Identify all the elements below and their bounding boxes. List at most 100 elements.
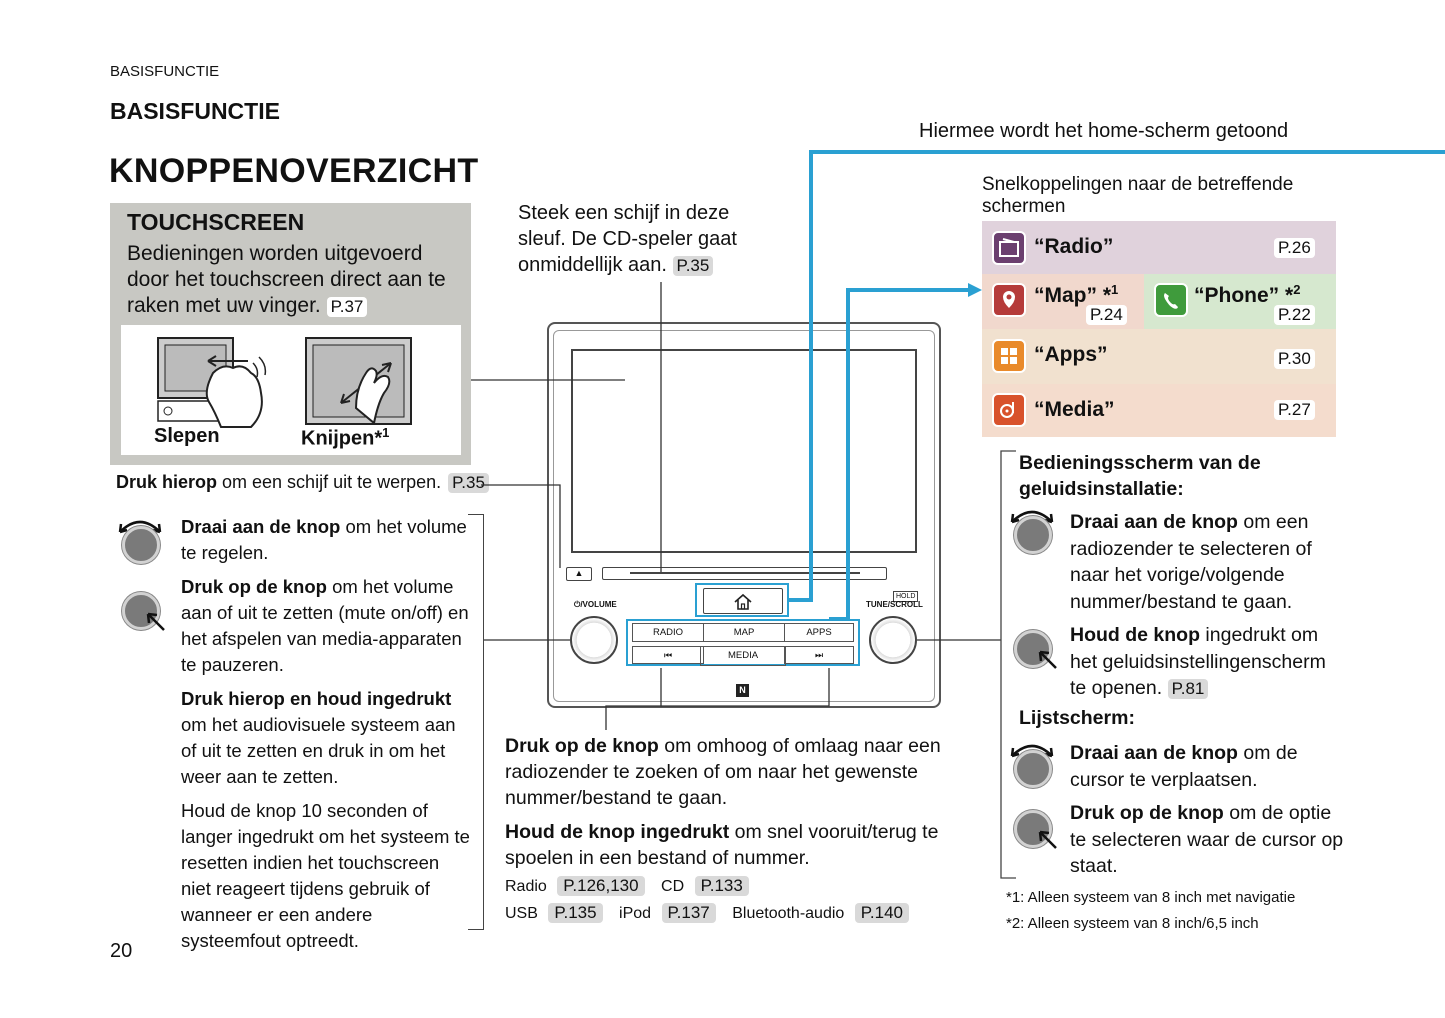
phone-label-text: “Phone” * <box>1194 284 1294 307</box>
media-button[interactable]: MEDIA <box>700 646 786 666</box>
volume-knob-text: Draai aan de knop om het volume te regel… <box>181 514 471 954</box>
list-press-bold: Druk op de knop <box>1070 802 1224 824</box>
ref-badge[interactable]: P.137 <box>661 903 716 923</box>
ref-badge[interactable]: P.133 <box>694 876 749 896</box>
tune-hold-desc: ingedrukt om het geluidsinstellingensche… <box>1070 624 1326 699</box>
press-knob-icon <box>1008 620 1057 669</box>
vol-hold-bold: Druk hierop en houd ingedrukt <box>181 688 452 709</box>
shortcut-phone[interactable]: “Phone” *2 P.22 <box>1144 274 1336 329</box>
nfc-icon: N <box>736 684 749 697</box>
list-turn-text: Draai aan de knop om de cursor te verpla… <box>1070 740 1345 793</box>
drag-gesture-icon <box>157 337 267 428</box>
apps-button[interactable]: APPS <box>784 623 854 642</box>
list-press-text: Druk op de knop om de optie te selectere… <box>1070 800 1345 880</box>
vol-turn-text: om het volume te regelen. <box>181 516 467 563</box>
ref-badge[interactable]: P.140 <box>854 903 909 923</box>
media-app-icon <box>992 393 1026 427</box>
disc-slot-line <box>630 572 860 574</box>
vol-press-text: om het volume aan of uit te zetten (mute… <box>181 576 469 675</box>
home-icon <box>734 593 752 610</box>
press-knob-icon <box>116 582 165 631</box>
vol-reset-text: Houd de knop 10 seconden of langer inged… <box>181 800 470 951</box>
touch-display[interactable] <box>571 349 917 553</box>
footnote-2: *2: Alleen systeem van 8 inch/6,5 inch <box>1006 915 1259 932</box>
turn-knob-icon <box>1008 740 1054 788</box>
ref-badge[interactable]: P.22 <box>1274 305 1315 325</box>
running-header: BASISFUNCTIE <box>110 63 220 80</box>
seek-text: Druk op de knop om omhoog of omlaag naar… <box>505 733 975 871</box>
eject-button[interactable]: ▲ <box>566 567 592 581</box>
eject-text: om een schijf uit te werpen. <box>217 472 442 492</box>
ref-label-usb: USB <box>505 905 538 922</box>
tune-hold-bold: Houd de knop <box>1070 624 1200 646</box>
eject-description: Druk hierop om een schijf uit te werpen.… <box>116 472 489 493</box>
seek-p1-bold: Druk op de knop <box>505 735 659 757</box>
phone-label: “Phone” *2 <box>1194 282 1300 308</box>
turn-knob-icon <box>116 516 162 564</box>
shortcut-apps[interactable]: “Apps” P.30 <box>982 329 1336 384</box>
gesture-pinch-label: Knijpen*1 <box>301 425 389 451</box>
ref-badge[interactable]: P.81 <box>1167 679 1209 699</box>
gesture-pinch-text: Knijpen* <box>301 427 383 450</box>
disc-slot-desc: Steek een schijf in deze sleuf. De CD-sp… <box>518 202 737 276</box>
shortcut-map[interactable]: “Map” *1 P.24 <box>982 274 1144 329</box>
tune-turn-bold: Draai aan de knop <box>1070 511 1238 533</box>
disc-slot <box>602 567 887 580</box>
shortcut-media[interactable]: “Media” P.27 <box>982 384 1336 437</box>
ref-badge[interactable]: P.24 <box>1086 305 1127 325</box>
home-callout-text: Hiermee wordt het home-scherm getoond <box>919 120 1289 142</box>
list-turn-bold: Draai aan de knop <box>1070 742 1238 764</box>
ref-badge[interactable]: P.126,130 <box>557 876 645 896</box>
footnote-sup: 2 <box>1293 282 1301 297</box>
disc-slot-text: Steek een schijf in deze sleuf. De CD-sp… <box>518 200 778 278</box>
apps-label: “Apps” <box>1034 343 1108 366</box>
vol-press-bold: Druk op de knop <box>181 576 327 597</box>
ref-badge[interactable]: P.37 <box>326 297 368 317</box>
ref-badge[interactable]: P.135 <box>548 903 603 923</box>
radio-label: “Radio” <box>1034 235 1114 258</box>
apps-app-icon <box>992 339 1026 373</box>
gesture-drag-label: Slepen <box>154 425 220 447</box>
phone-app-icon <box>1154 283 1188 317</box>
left-bracket <box>468 514 484 930</box>
list-turn-desc: om de cursor te verplaatsen. <box>1070 742 1298 791</box>
press-knob-icon <box>1008 800 1057 849</box>
home-button-frame <box>695 583 789 617</box>
radio-app-icon <box>992 231 1026 265</box>
ref-badge[interactable]: P.26 <box>1274 238 1315 258</box>
map-label-text: “Map” * <box>1034 284 1112 307</box>
tune-hold-text: Houd de knop ingedrukt om het geluidsins… <box>1070 622 1345 702</box>
shortcut-radio[interactable]: “Radio” P.26 <box>982 221 1336 274</box>
map-app-icon <box>992 283 1026 317</box>
touchscreen-desc-text: Bedieningen worden uitgevoerd door het t… <box>127 242 446 317</box>
eject-bold: Druk hierop <box>116 472 218 492</box>
seek-refs-row2: USB P.135 iPod P.137 Bluetooth-audio P.1… <box>505 903 909 925</box>
touchscreen-desc: Bedieningen worden uitgevoerd door het t… <box>127 241 467 319</box>
ref-badge[interactable]: P.35 <box>448 473 489 493</box>
sound-screen-title: Bedieningsscherm van de geluidsinstallat… <box>1019 452 1261 500</box>
tune-turn-text: Draai aan de knop om een radiozender te … <box>1070 509 1345 615</box>
turn-knob-icon <box>1008 506 1054 554</box>
head-unit-inner <box>553 330 935 702</box>
touchscreen-panel: TOUCHSCREEN Bedieningen worden uitgevoer… <box>110 203 471 465</box>
tune-knob[interactable] <box>869 616 917 664</box>
ref-badge[interactable]: P.30 <box>1274 349 1315 369</box>
ref-label-bluetooth: Bluetooth-audio <box>732 905 845 922</box>
list-screen-title: Lijstscherm: <box>1019 707 1135 729</box>
hold-badge: HOLD <box>893 591 919 602</box>
map-label: “Map” *1 <box>1034 282 1118 308</box>
ref-label-ipod: iPod <box>619 905 652 922</box>
prev-button[interactable]: ⏮ <box>632 646 704 664</box>
home-button[interactable] <box>703 588 783 614</box>
ref-badge[interactable]: P.27 <box>1274 400 1315 420</box>
next-button[interactable]: ⏭ <box>784 646 854 664</box>
gesture-illustration: Slepen Knijpen*1 <box>121 325 461 455</box>
volume-knob[interactable] <box>570 616 618 664</box>
ref-badge[interactable]: P.35 <box>672 256 714 276</box>
tune-turn-desc: om een radiozender te selecteren of naar… <box>1070 511 1312 613</box>
touchscreen-title: TOUCHSCREEN <box>127 209 305 235</box>
footnote-sup: 1 <box>382 425 390 440</box>
page-title: KNOPPENOVERZICHT <box>109 152 479 190</box>
volume-knob-label: ⏻/VOLUME <box>574 600 617 609</box>
